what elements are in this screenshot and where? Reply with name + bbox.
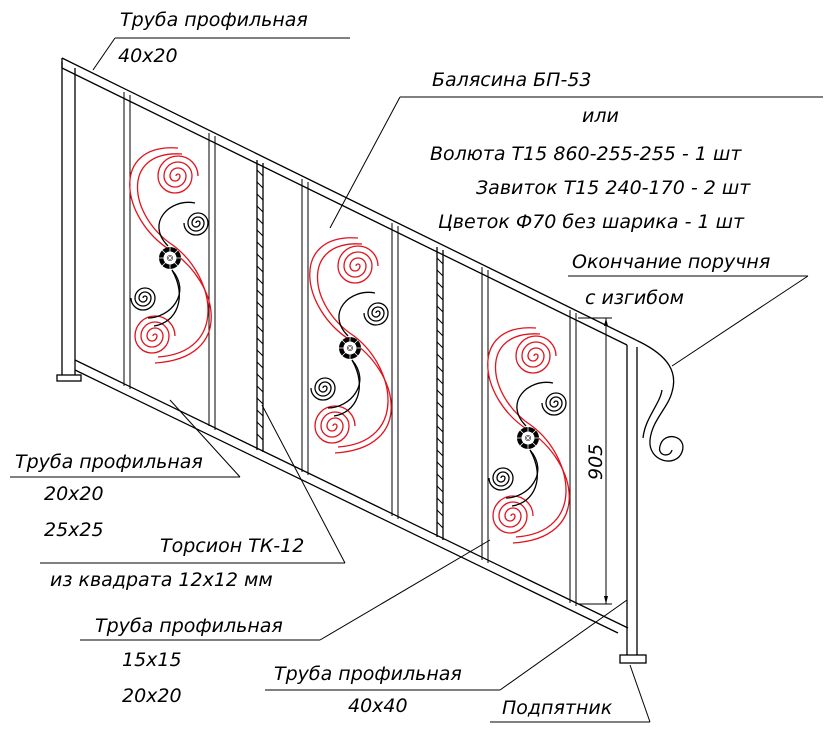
torsion-bar-2 — [436, 247, 444, 540]
label-baluster-line1: Волюта Т15 860-255-255 - 1 шт — [430, 143, 742, 165]
baluster-panel-3 — [488, 328, 570, 543]
label-base: Подпятник — [502, 697, 613, 719]
label-baluster-line3: Цветок Ф70 без шарика - 1 шт — [438, 211, 745, 233]
label-top-rail-title: Труба профильная — [120, 9, 308, 31]
label-left-post-size1: 20x20 — [44, 483, 104, 505]
label-handrail-end-line1: Окончание поручня — [572, 251, 770, 273]
handrail-end-curl — [649, 391, 684, 462]
bottom-rail-inner — [74, 369, 619, 634]
label-small-pipe-size1: 15x15 — [122, 649, 182, 671]
label-baluster-title: Балясина БП-53 — [432, 69, 592, 91]
label-bottom-pipe-title: Труба профильная — [274, 663, 462, 685]
right-post-base — [619, 654, 647, 664]
label-torsion-line2: из квадрата 12х12 мм — [50, 569, 273, 591]
top-handrail-inner — [61, 67, 628, 346]
label-baluster-or: или — [582, 105, 619, 127]
label-left-post-size2: 25x25 — [44, 519, 104, 541]
label-top-rail-size: 40x20 — [118, 45, 178, 67]
railing-frame — [56, 57, 684, 664]
left-post-base — [56, 374, 82, 382]
label-dimension: 905 — [585, 444, 607, 480]
label-handrail-end-line2: с изгибом — [585, 287, 684, 309]
dimension-905 — [578, 317, 612, 605]
bottom-rail — [74, 359, 629, 629]
baluster-panel-2 — [310, 238, 392, 453]
label-small-pipe-title: Труба профильная — [95, 615, 283, 637]
torsion-bar-1 — [256, 160, 264, 452]
label-torsion-line1: Торсион ТК-12 — [160, 535, 304, 557]
pickets — [123, 92, 577, 606]
label-left-post-title: Труба профильная — [15, 451, 203, 473]
label-bottom-pipe-size: 40x40 — [348, 695, 408, 717]
top-handrail — [61, 57, 675, 393]
label-small-pipe-size2: 20x20 — [122, 685, 182, 707]
label-baluster-line2: Завиток Т15 240-170 - 2 шт — [476, 177, 751, 199]
baluster-panel-1 — [130, 148, 212, 363]
leader-lines — [10, 37, 823, 723]
